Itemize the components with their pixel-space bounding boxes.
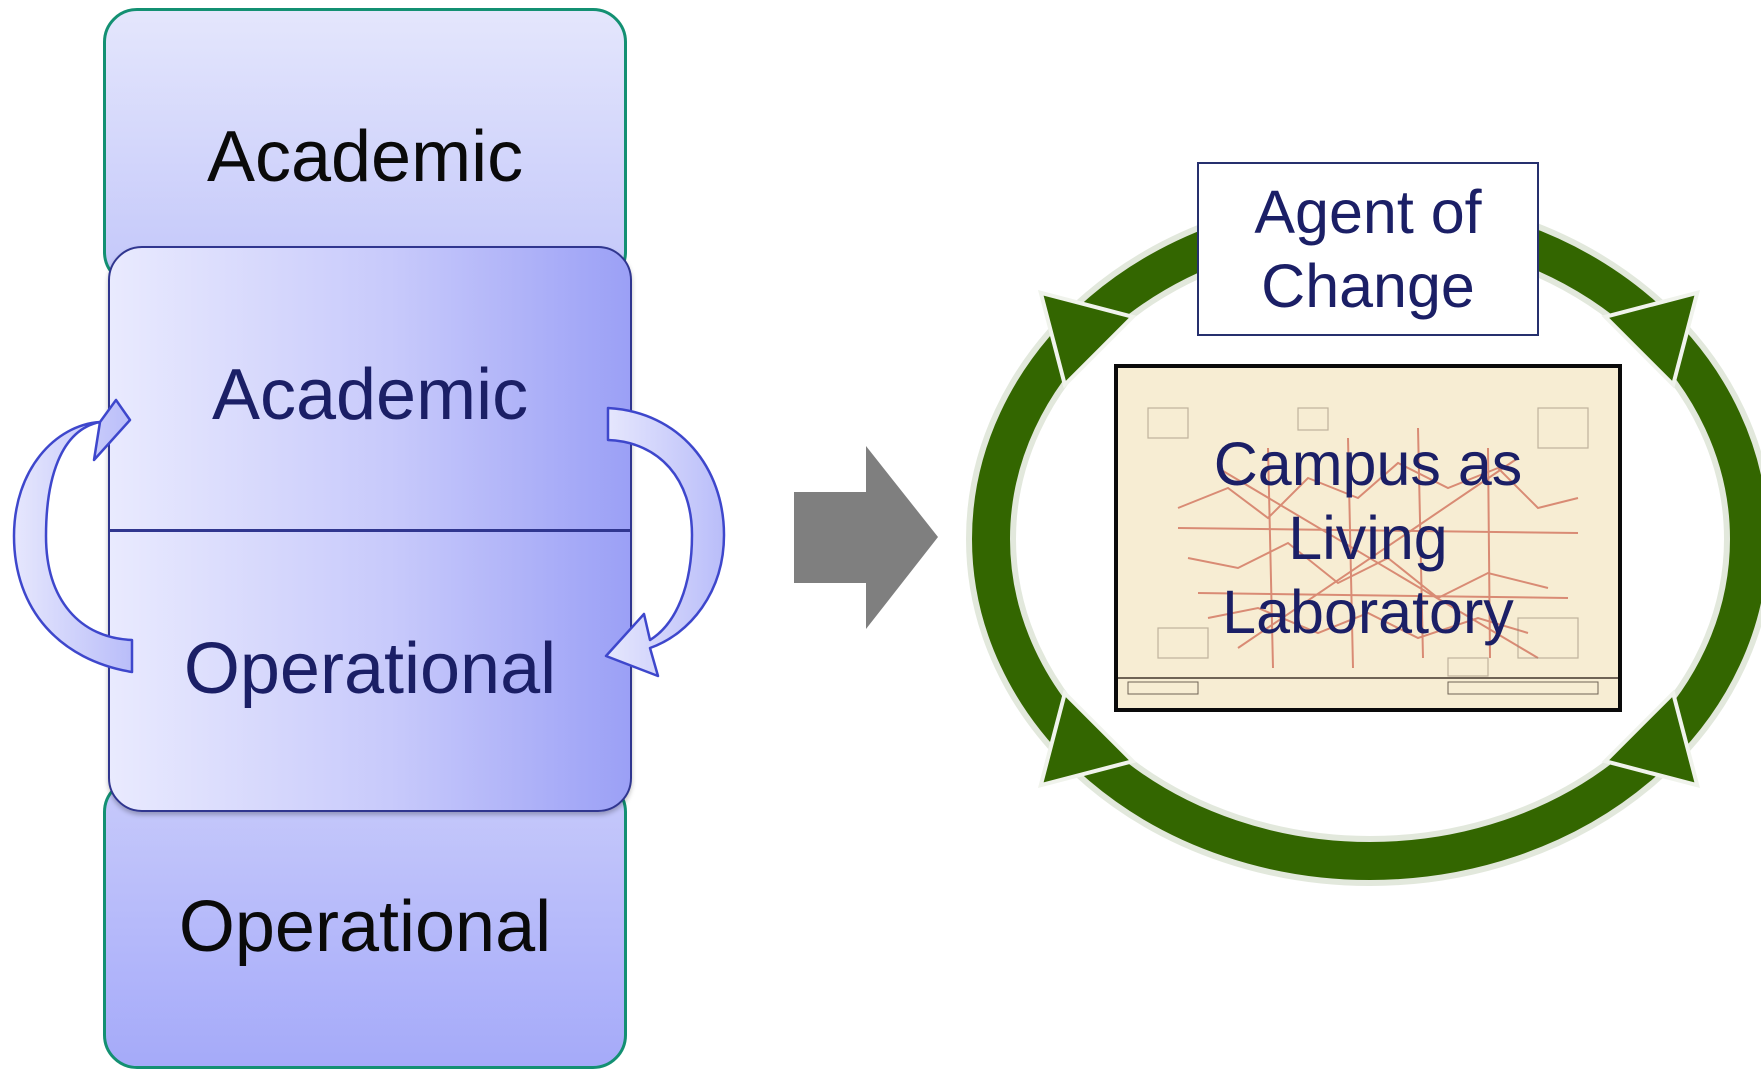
- academic-outer-box: Academic: [103, 8, 627, 286]
- academic-outer-label: Academic: [206, 117, 524, 197]
- integrated-divider: [110, 529, 630, 532]
- arrowhead-bottom-right-icon: [1601, 689, 1701, 789]
- integrated-box: Academic Operational: [108, 246, 632, 812]
- campus-line-3: Laboratory: [1222, 578, 1514, 646]
- cycle-arrow-left-icon: [12, 398, 134, 674]
- transition-arrow-icon: [794, 446, 938, 629]
- campus-line-2: Living: [1288, 504, 1448, 572]
- agent-line-2: Change: [1261, 252, 1475, 320]
- operational-inner-label: Operational: [183, 629, 557, 709]
- operational-outer-box: Operational: [103, 778, 627, 1069]
- campus-line-1: Campus as: [1213, 430, 1523, 498]
- campus-map-image: Campus as Living Laboratory: [1114, 364, 1622, 712]
- arrowhead-bottom-left-icon: [1037, 689, 1137, 789]
- agent-of-change-box: Agent of Change: [1197, 162, 1539, 336]
- arrowhead-top-right-icon: [1601, 289, 1701, 389]
- operational-outer-label: Operational: [178, 887, 552, 967]
- campus-map-drawing: [1118, 368, 1618, 708]
- cycle-arrow-right-icon: [604, 406, 726, 678]
- arrowhead-top-left-icon: [1037, 289, 1137, 389]
- academic-inner-label: Academic: [211, 355, 529, 435]
- agent-line-1: Agent of: [1254, 178, 1482, 246]
